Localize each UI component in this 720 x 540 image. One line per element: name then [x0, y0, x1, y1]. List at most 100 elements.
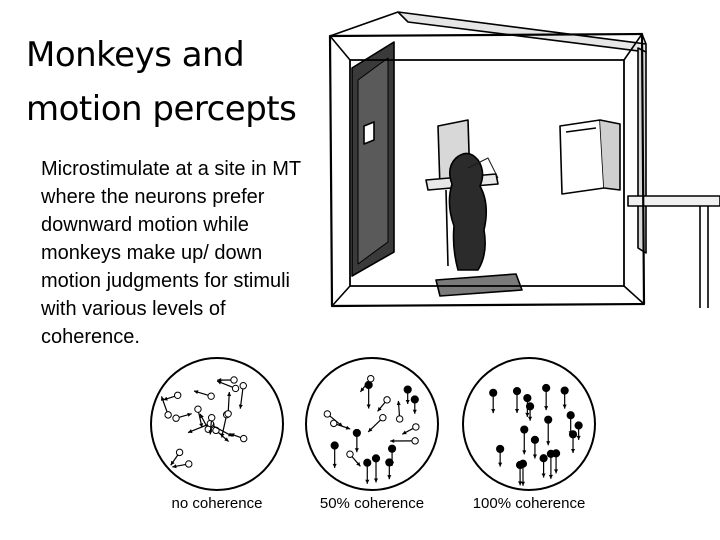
title-line-1: Monkeys and [26, 35, 245, 75]
random-dot [173, 391, 182, 399]
random-dot [207, 392, 215, 400]
arrowhead [193, 390, 199, 395]
random-dot [383, 396, 391, 404]
arrowhead [532, 454, 537, 459]
arrowhead [396, 400, 401, 406]
arrowhead [217, 380, 222, 385]
slide-body-text: Microstimulate at a site in MT where the… [41, 158, 301, 348]
arrowhead [224, 437, 229, 442]
arrowhead [528, 416, 533, 421]
random-dot [330, 419, 338, 428]
caption-no-coherence: no coherence [171, 495, 263, 512]
slide-title: Monkeys and motion percepts [26, 28, 326, 136]
coherent-dot [352, 428, 361, 438]
dot-field [150, 357, 284, 491]
coherent-dot [523, 393, 532, 403]
random-dot [164, 411, 172, 419]
arrowhead [354, 448, 359, 453]
coherent-dot [515, 460, 525, 470]
arrowhead [200, 413, 204, 419]
dot-field-boundary [150, 357, 284, 491]
arrowhead [377, 407, 382, 412]
arrowhead [541, 473, 546, 478]
arrowhead [518, 481, 523, 486]
arrowhead [170, 460, 175, 466]
motion-vector [187, 423, 211, 434]
side-table [627, 195, 720, 207]
arrowhead [525, 412, 530, 417]
coherent-dot [544, 415, 553, 424]
monkey-figure [448, 152, 488, 271]
random-dot [239, 382, 247, 390]
arrowhead [544, 406, 549, 411]
dot-field [305, 357, 439, 491]
arrowhead [514, 409, 520, 414]
monitor [559, 119, 605, 195]
arrowhead [366, 404, 371, 409]
arrowhead [373, 478, 379, 483]
random-dot [207, 413, 216, 422]
arrowhead [172, 464, 177, 469]
arrowhead [208, 430, 213, 435]
arrowhead [356, 461, 361, 467]
arrowhead [522, 450, 527, 455]
arrowhead [220, 433, 225, 438]
coherent-dot [363, 458, 372, 467]
coherent-dot [530, 435, 540, 444]
coherent-dot [539, 454, 548, 463]
arrowhead [230, 433, 235, 438]
box-back-frame [397, 11, 647, 53]
arrowhead [520, 481, 526, 486]
random-dot [240, 434, 248, 443]
arrowhead [332, 463, 337, 468]
random-dot [194, 405, 202, 413]
random-dot [231, 384, 240, 393]
coherent-dot [568, 430, 578, 439]
arrowhead [368, 427, 373, 432]
coherent-dot [520, 425, 529, 434]
random-dot [412, 423, 420, 431]
coherent-dot [330, 441, 339, 450]
arrowhead [402, 430, 407, 435]
coherent-dot [489, 388, 498, 397]
arrowhead [227, 432, 233, 437]
arrowhead [562, 404, 567, 409]
coherent-dot [560, 386, 569, 395]
arrowhead [498, 462, 503, 467]
coherent-dot [371, 454, 381, 463]
coherent-dot [574, 421, 583, 430]
random-dot [230, 376, 238, 384]
random-dot [206, 419, 215, 428]
arrowhead [238, 404, 243, 409]
arrowhead [390, 438, 395, 444]
apparatus-illustration [328, 11, 720, 308]
dot-motion-fields [150, 357, 596, 491]
coherent-dot [566, 411, 575, 420]
arrowhead [187, 412, 192, 417]
arrowhead [199, 423, 204, 428]
arrowhead [491, 409, 496, 414]
caption-100-coherence: 100% coherence [472, 495, 586, 512]
arrowhead [365, 479, 370, 484]
random-dot [323, 410, 332, 418]
arrowhead [546, 441, 551, 446]
random-dot [395, 415, 404, 423]
random-dot [411, 437, 419, 445]
random-dot [185, 460, 193, 468]
coherent-dot [410, 395, 419, 404]
dot-field [462, 357, 596, 491]
coherent-dot [387, 444, 397, 453]
random-dot [172, 414, 180, 422]
arrowhead [570, 449, 576, 454]
random-dot [224, 410, 232, 418]
coherent-dot [512, 387, 522, 396]
arrowhead [360, 387, 365, 392]
coherent-dot [385, 458, 394, 467]
arrowhead [160, 396, 165, 401]
coherent-dot [542, 383, 551, 393]
arrowhead [163, 396, 168, 401]
random-dot [346, 450, 354, 458]
arrowhead [576, 435, 581, 440]
arrowhead [188, 429, 193, 433]
motion-vector [210, 424, 233, 437]
